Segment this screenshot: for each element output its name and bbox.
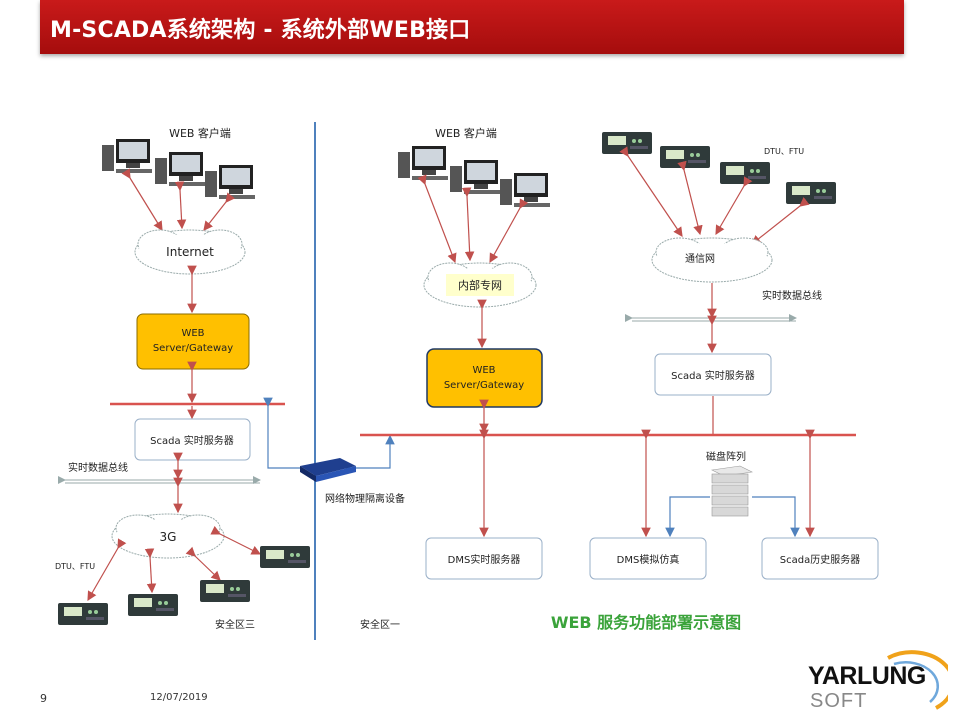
internet-cloud <box>134 229 246 275</box>
right-dtu-label: DTU、FTU <box>764 147 804 156</box>
disk-link <box>665 496 710 538</box>
dtu-device-icon <box>720 162 770 184</box>
slide-date: 12/07/2019 <box>150 692 208 703</box>
left-gateway-line1: WEB <box>181 328 204 339</box>
3g-label: 3G <box>160 530 177 544</box>
dtu-device-icon <box>602 132 652 154</box>
link-arrow <box>489 198 529 264</box>
dms-simulation <box>589 537 707 580</box>
disk-array-icon <box>711 465 753 517</box>
logo-text-top: YARLUNG <box>808 662 926 690</box>
right-gateway-line2: Server/Gateway <box>444 380 524 391</box>
comm-network-label: 通信网 <box>685 253 715 265</box>
disk-link <box>752 496 800 538</box>
left-scada-server-label: Scada 实时服务器 <box>150 434 234 447</box>
right-scada-server <box>654 353 772 396</box>
dtu-device-icon <box>260 546 310 568</box>
right-bus-label: 实时数据总线 <box>762 289 822 302</box>
link-arrow <box>677 160 703 236</box>
title-bar: M-SCADA系统架构 - 系统外部WEB接口 <box>40 0 904 54</box>
company-logo: YARLUNG SOFT <box>808 648 948 718</box>
computer-icon <box>398 146 448 180</box>
right-web-gateway <box>426 348 543 408</box>
isolation-link <box>345 434 395 469</box>
zone3-label: 安全区三 <box>215 618 255 631</box>
isolation-link <box>263 397 300 469</box>
comm-network-cloud <box>651 237 773 283</box>
isolation-label: 网络物理隔离设备 <box>325 492 405 505</box>
dtu-device-icon <box>200 580 250 602</box>
computer-icon <box>155 152 205 186</box>
link-arrow <box>417 174 457 264</box>
computer-icon <box>102 139 152 173</box>
computer-icon <box>205 165 255 199</box>
left-bus-label: 实时数据总线 <box>68 461 128 474</box>
scada-history-label: Scada历史服务器 <box>780 553 860 566</box>
dtu-device-icon <box>128 594 178 616</box>
internal-network-label: 内部专网 <box>458 278 502 292</box>
page-number: 9 <box>40 692 47 705</box>
dms-server-label: DMS实时服务器 <box>448 553 521 566</box>
internal-network-cloud <box>423 262 537 308</box>
left-web-gateway <box>136 313 250 370</box>
isolation-device-icon <box>300 458 356 482</box>
slide-title: M-SCADA系统架构 - 系统外部WEB接口 <box>50 18 471 43</box>
link-arrow <box>203 192 235 231</box>
computer-icon <box>500 173 550 207</box>
link-arrow <box>461 187 475 262</box>
scada-history-server <box>761 537 879 580</box>
left-gateway-line2: Server/Gateway <box>153 343 233 354</box>
computer-icon <box>450 160 500 194</box>
internet-label: Internet <box>166 245 214 259</box>
right-clients-label: WEB 客户端 <box>435 126 497 140</box>
logo-text-bottom: SOFT <box>810 690 868 712</box>
disk-array-label: 磁盘阵列 <box>706 450 746 463</box>
dms-server <box>425 537 543 580</box>
logo-arc-icon <box>887 650 948 710</box>
dtu-device-icon <box>786 182 836 204</box>
left-clients-label: WEB 客户端 <box>169 126 231 140</box>
left-dtu-label: DTU、FTU <box>55 562 95 571</box>
right-gateway-line1: WEB <box>472 365 495 376</box>
link-arrow <box>185 546 221 581</box>
diagram-caption: WEB 服务功能部署示意图 <box>551 613 741 632</box>
link-arrow <box>87 538 127 602</box>
left-scada-server <box>134 418 251 461</box>
link-arrow <box>121 168 163 232</box>
zone1-label: 安全区一 <box>360 618 400 631</box>
link-arrow <box>174 181 187 230</box>
link-arrow <box>751 197 810 245</box>
right-scada-server-label: Scada 实时服务器 <box>671 369 755 382</box>
dms-simulation-label: DMS模拟仿真 <box>617 553 680 566</box>
link-arrow <box>715 176 753 236</box>
dtu-device-icon <box>660 146 710 168</box>
link-arrow <box>619 146 683 237</box>
link-arrow <box>144 548 157 594</box>
dtu-device-icon <box>58 603 108 625</box>
link-arrow <box>210 525 262 555</box>
